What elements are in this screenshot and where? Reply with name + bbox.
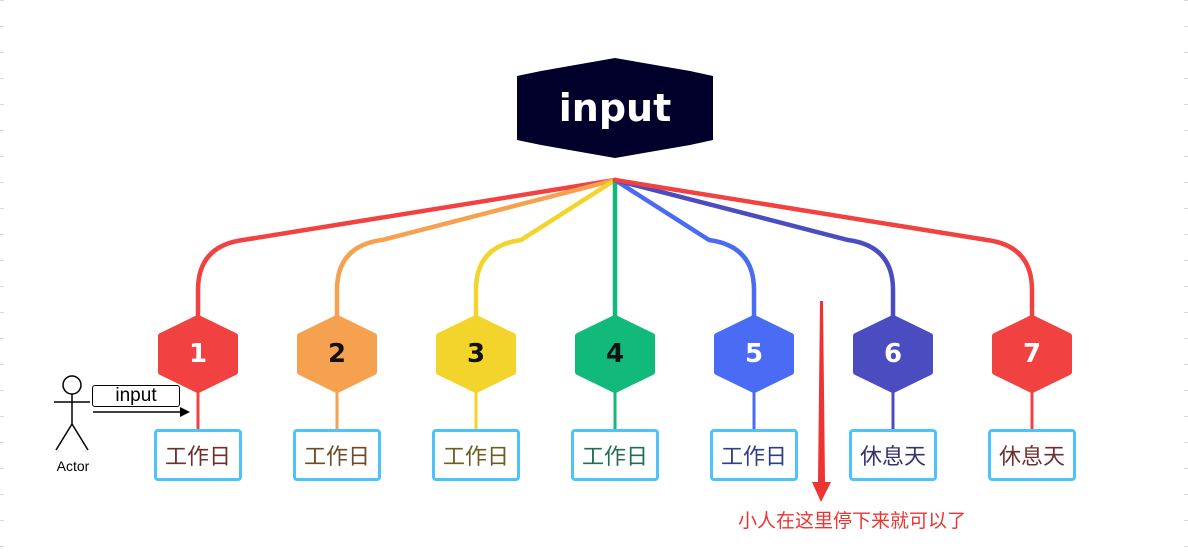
child-node-shapes: [158, 315, 1072, 393]
branch-line-1: [195, 177, 618, 327]
root-node-shape: [517, 58, 713, 158]
child-number-1: 1: [188, 339, 208, 369]
right-edge-marker: [1184, 0, 1188, 552]
branch-line-3: [473, 177, 618, 327]
child-number-6: 6: [883, 339, 903, 369]
child-number-3: 3: [466, 339, 486, 369]
branch-line-6: [612, 177, 896, 327]
day-box-3: 工作日: [432, 429, 520, 481]
day-box-6: 休息天: [849, 429, 937, 481]
child-number-4: 4: [605, 339, 625, 369]
child-hex-3: [436, 315, 516, 393]
annotation-arrow: [812, 301, 831, 502]
day-box-7: 休息天: [988, 429, 1076, 481]
child-hex-2: [297, 315, 377, 393]
day-box-2: 工作日: [293, 429, 381, 481]
child-number-5: 5: [744, 339, 764, 369]
day-box-4: 工作日: [571, 429, 659, 481]
root-node-label: input: [558, 86, 672, 130]
day-box-1: 工作日: [154, 429, 242, 481]
actor-figure: [54, 375, 90, 451]
child-hex-5: [714, 315, 794, 393]
actor-arrow: [93, 407, 190, 417]
day-box-5: 工作日: [710, 429, 798, 481]
branch-line-2: [334, 177, 618, 327]
branch-lines: [195, 177, 1035, 327]
left-edge-marker: [0, 0, 4, 552]
branch-line-7: [612, 177, 1035, 327]
child-hex-6: [853, 315, 933, 393]
actor-caption: Actor: [56, 458, 90, 474]
branch-line-5: [612, 177, 757, 327]
child-hex-4: [575, 315, 655, 393]
child-number-7: 7: [1022, 339, 1042, 369]
annotation-note: 小人在这里停下来就可以了: [738, 510, 967, 532]
child-hex-1: [158, 315, 238, 393]
child-hex-7: [992, 315, 1072, 393]
actor-message-box: input: [92, 385, 180, 407]
child-number-2: 2: [327, 339, 347, 369]
